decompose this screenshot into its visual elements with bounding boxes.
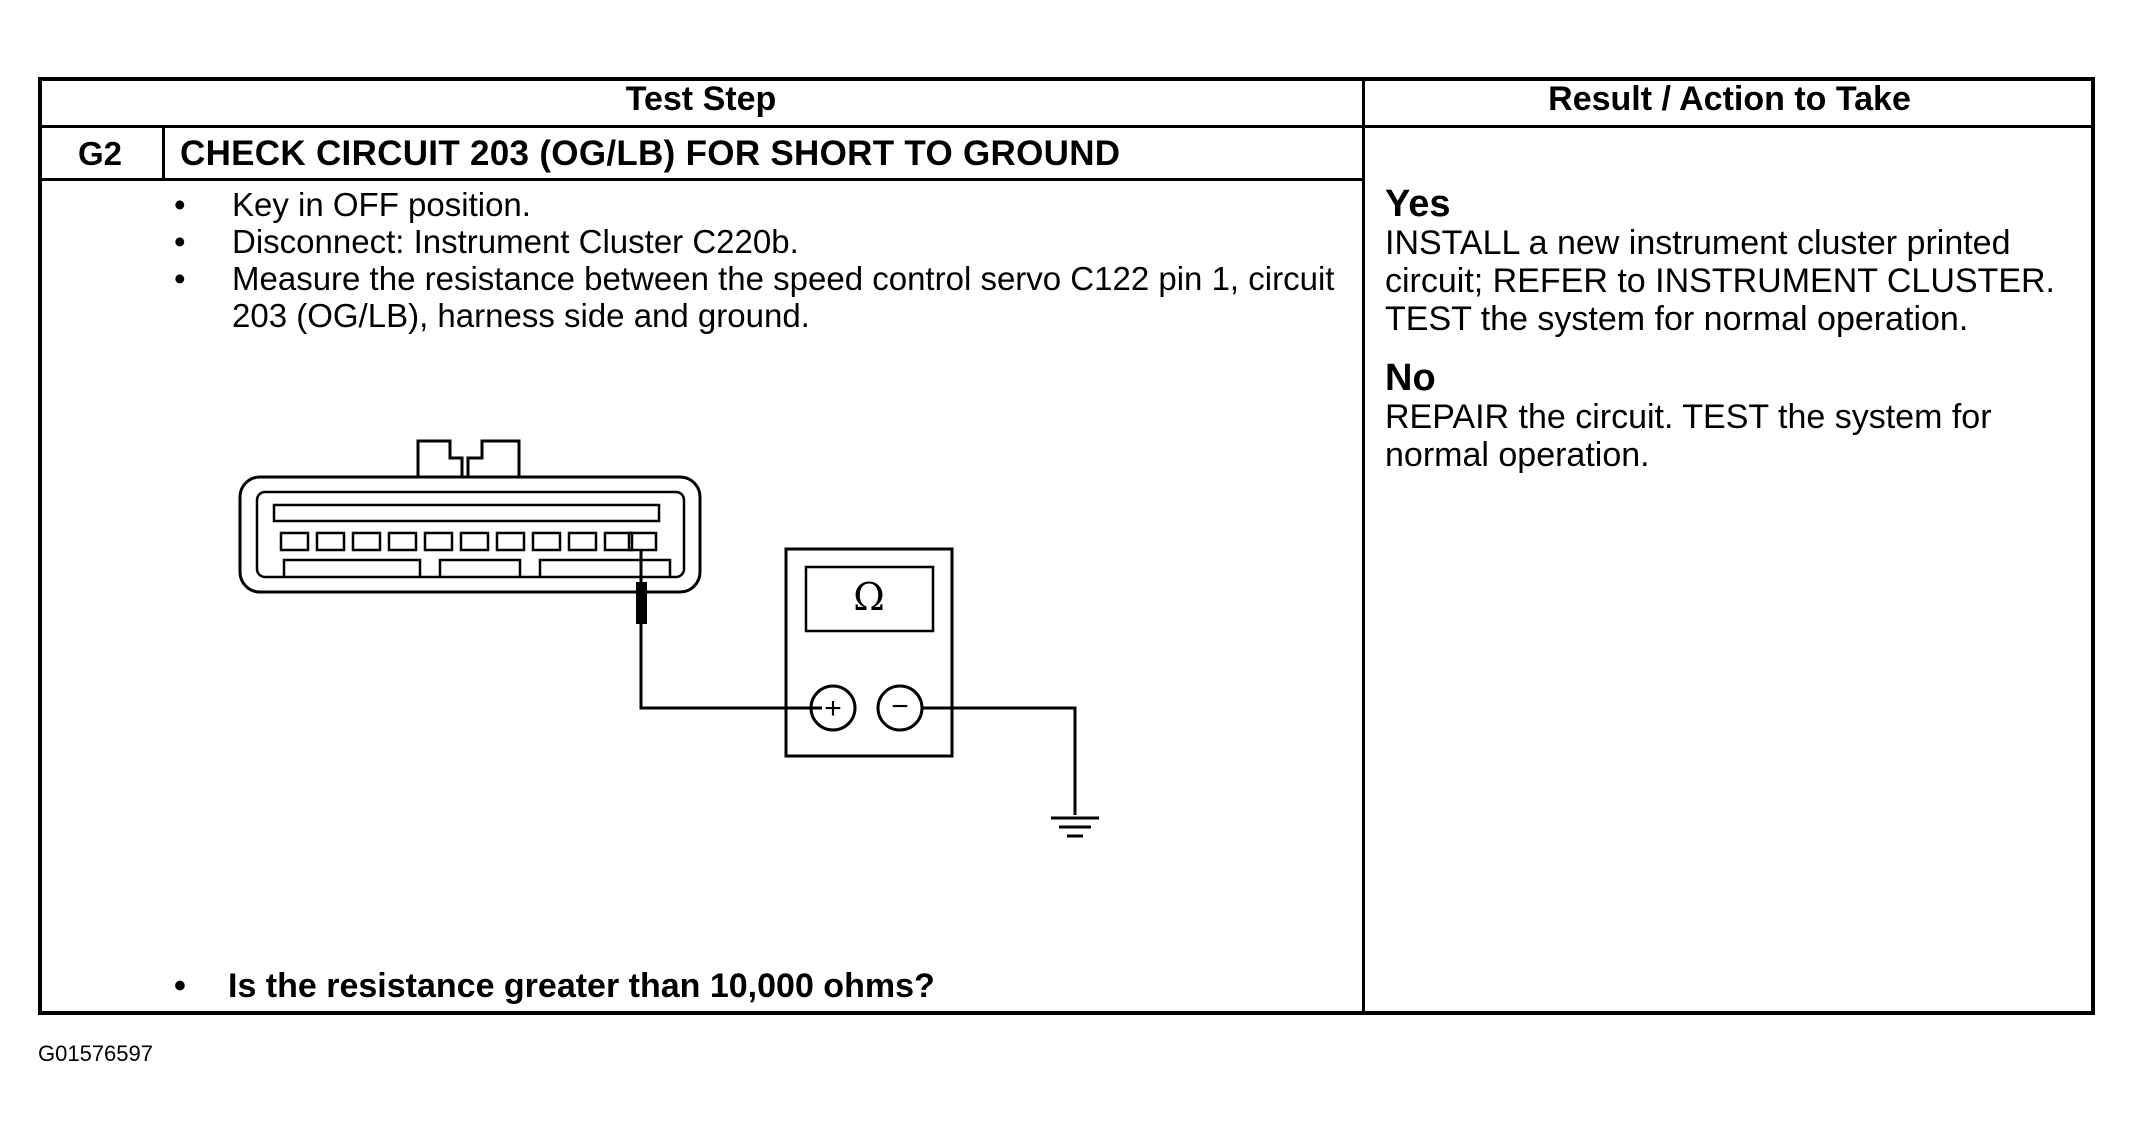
connector-lock-tab [466,439,521,478]
step-title-divider [38,178,1364,181]
header-test-step: Test Step [625,80,777,118]
connector-channel [282,558,672,577]
plus-symbol: + [824,692,842,725]
connector-pin [351,531,382,552]
test-step-table [38,77,2095,1015]
bullet-glyph: • [174,967,186,1005]
connector-pin [459,531,490,552]
connector-pin [603,531,634,552]
ohm-symbol: Ω [853,575,885,619]
connector-pin [567,531,598,552]
connector-pin-row [279,531,658,552]
connector-inner [255,490,686,579]
yes-action: INSTALL a new instrument cluster printed… [1385,224,2056,338]
connector-housing [238,475,702,594]
step-title: CHECK CIRCUIT 203 (OG/LB) FOR SHORT TO G… [180,134,1121,173]
yes-label: Yes [1385,183,1451,225]
bullet-glyph: • [174,260,186,297]
bullet-glyph: • [174,223,186,260]
header-divider [38,125,2095,128]
multimeter-display [804,565,935,633]
connector-pin [387,531,418,552]
step-id: G2 [77,135,123,172]
test-probe [636,582,647,624]
connector-pin [495,531,526,552]
test-lead-negative [922,706,1077,815]
test-lead-positive [639,622,822,710]
no-label: No [1385,357,1436,399]
connector-pin [315,531,346,552]
column-divider [1362,77,1365,1015]
figure-id: G01576597 [38,1041,153,1066]
connector-pin [531,531,562,552]
header-result-action: Result / Action to Take [1548,80,1911,118]
instruction-item: • Disconnect: Instrument Cluster C220b. [170,223,1350,260]
minus-symbol: − [891,690,909,723]
no-action: REPAIR the circuit. TEST the system for … [1385,398,1992,474]
instruction-text: Disconnect: Instrument Cluster C220b. [232,223,799,260]
instruction-item: • Measure the resistance between the spe… [170,260,1350,334]
connector-slot [272,503,661,523]
resistance-question: • Is the resistance greater than 10,000 … [174,966,935,1006]
step-id-divider [162,125,165,180]
instruction-item: • Key in OFF position. [170,186,1350,223]
positive-terminal [809,684,857,732]
bullet-glyph: • [174,186,186,223]
connector-pin [279,531,310,552]
instruction-text: Key in OFF position. [232,186,531,223]
question-text: Is the resistance greater than 10,000 oh… [228,967,935,1005]
result-action-column: Yes INSTALL a new instrument cluster pri… [1385,184,2085,494]
instruction-list: • Key in OFF position. • Disconnect: Ins… [170,186,1350,334]
instruction-text: Measure the resistance between the speed… [232,260,1335,334]
connector-lock-tab [416,439,464,478]
multimeter-body [784,547,954,758]
connector-pin [423,531,454,552]
